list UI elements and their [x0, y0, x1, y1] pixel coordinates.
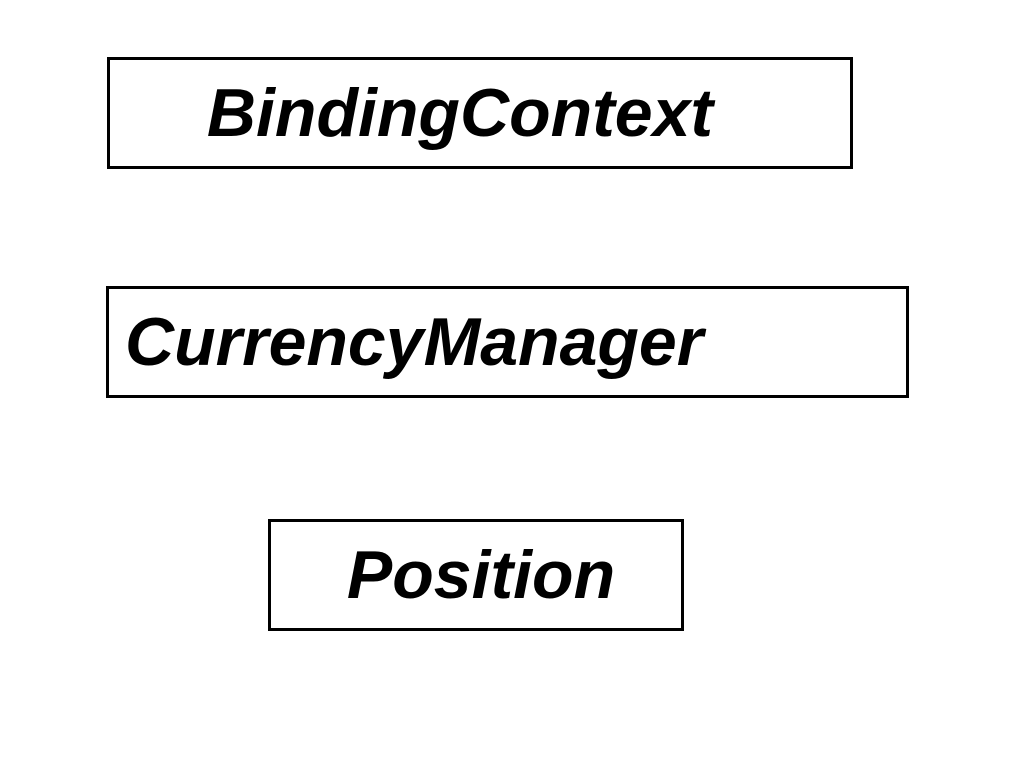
position-label: Position [346, 537, 616, 613]
position-box: Position [268, 519, 684, 631]
binding-context-label: BindingContext [206, 75, 714, 151]
binding-context-box: BindingContext [107, 57, 853, 169]
currency-manager-box: CurrencyManager [106, 286, 909, 398]
currency-manager-label: CurrencyManager [125, 304, 704, 380]
